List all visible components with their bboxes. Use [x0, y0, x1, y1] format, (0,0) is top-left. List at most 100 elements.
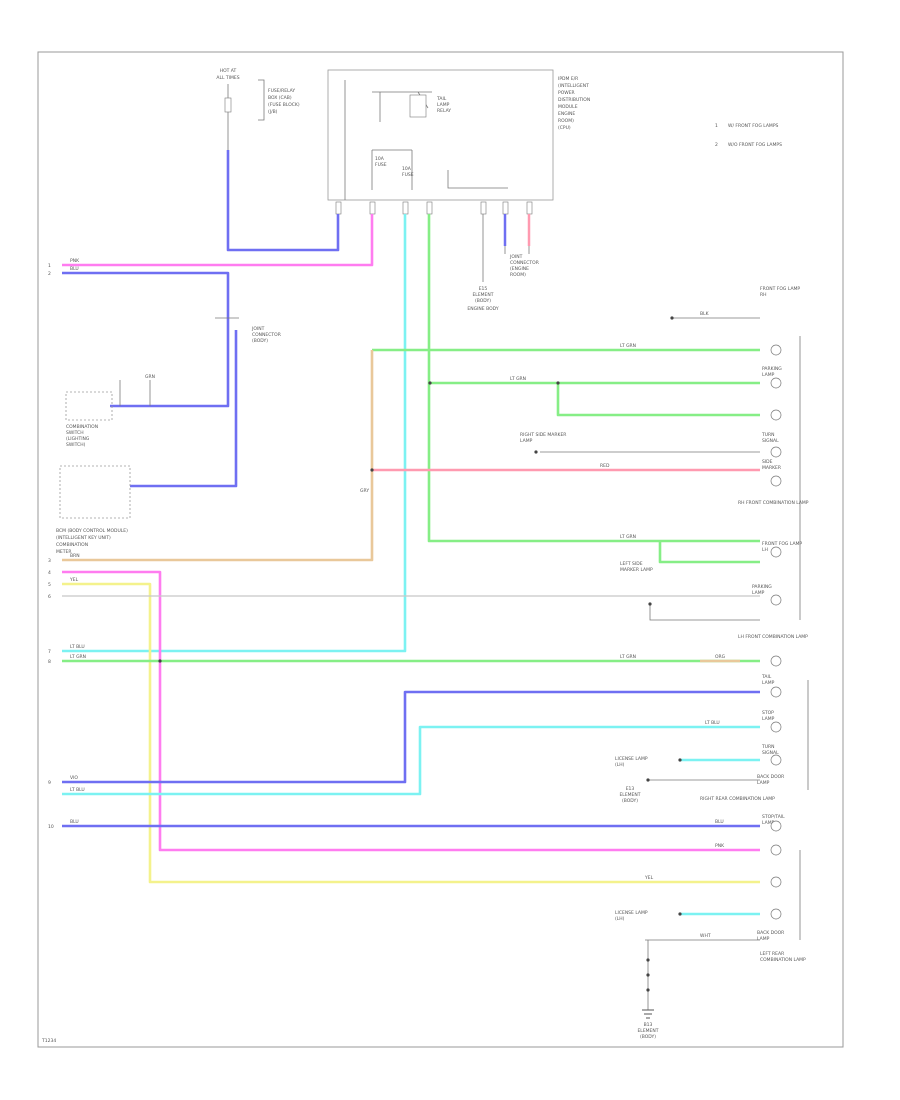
svg-text:BLU: BLU: [70, 819, 79, 825]
svg-text:SWITCH): SWITCH): [66, 442, 86, 448]
svg-text:FRONT FOG LAMP: FRONT FOG LAMP: [762, 541, 802, 547]
svg-text:PNK: PNK: [70, 258, 80, 264]
svg-text:SIGNAL: SIGNAL: [762, 750, 779, 756]
svg-text:E15: E15: [479, 286, 488, 292]
wire-cyan-lower: [62, 725, 760, 796]
svg-text:SIGNAL: SIGNAL: [762, 438, 779, 444]
svg-text:(INTELLIGENT: (INTELLIGENT: [558, 83, 589, 89]
svg-text:1: 1: [48, 263, 51, 269]
svg-text:COMBINATION: COMBINATION: [66, 424, 98, 430]
svg-text:FUSE/RELAY: FUSE/RELAY: [268, 88, 295, 94]
svg-text:4: 4: [48, 570, 51, 576]
svg-text:10: 10: [48, 824, 54, 830]
svg-text:STOP: STOP: [762, 710, 774, 716]
combination-switch-label: COMBINATION SWITCH (LIGHTING SWITCH): [66, 424, 98, 448]
ipdm-pin-connectors: [335, 201, 533, 215]
svg-text:LAMP: LAMP: [762, 716, 775, 722]
svg-text:ENGINE: ENGINE: [558, 111, 575, 117]
lamp-bulb-icon: [770, 754, 782, 766]
wire-yellow: [62, 582, 760, 884]
svg-text:BCM (BODY CONTROL MODULE): BCM (BODY CONTROL MODULE): [56, 528, 128, 534]
svg-text:MODULE: MODULE: [558, 104, 578, 110]
right-lamp-labels: FRONT FOG LAMP RH PARKING LAMP TURN SIGN…: [700, 286, 809, 963]
svg-text:LT GRN: LT GRN: [620, 654, 636, 660]
wire-blue-fuse: [226, 150, 340, 252]
lamp-bulb-icon: [770, 344, 782, 356]
svg-text:3: 3: [48, 558, 51, 564]
svg-text:7: 7: [48, 649, 51, 655]
fuse-element: [224, 97, 232, 113]
bcm-module-box: [59, 465, 131, 519]
ground-top-label: E15 ELEMENT (BODY) ENGINE BODY: [467, 286, 498, 312]
legend-item-2-id: 2: [715, 142, 718, 148]
ipdm-joint-connector-label: JOINT CONNECTOR (ENGINE ROOM): [509, 254, 539, 278]
svg-text:(J/B): (J/B): [268, 109, 278, 115]
ipdm-fuse-label-1: 10A FUSE: [375, 156, 387, 168]
ipdm-relay-label: TAIL LAMP RELAY: [436, 96, 451, 114]
svg-text:STOP/TAIL: STOP/TAIL: [762, 814, 785, 820]
fuse-relay-box-label: FUSE/RELAY BOX (CAB) (FUSE BLOCK) (J/B): [268, 88, 300, 115]
wire-green-fog: [658, 541, 760, 564]
wire-tan: [62, 350, 374, 562]
svg-text:BOX (CAB): BOX (CAB): [268, 95, 292, 101]
svg-text:(BODY): (BODY): [475, 298, 491, 304]
svg-text:YEL: YEL: [644, 875, 654, 881]
svg-text:6: 6: [48, 594, 51, 600]
svg-text:B13: B13: [644, 1022, 653, 1028]
ipdm-module-label: IPDM E/R (INTELLIGENT POWER DISTRIBUTION…: [558, 76, 590, 131]
svg-text:10A: 10A: [375, 156, 385, 162]
svg-text:ORG: ORG: [715, 654, 726, 660]
svg-text:(FUSE BLOCK): (FUSE BLOCK): [268, 102, 300, 108]
svg-text:LICENSE LAMP: LICENSE LAMP: [615, 756, 648, 762]
combination-switch-box: [65, 391, 113, 421]
svg-text:(CPU): (CPU): [558, 125, 571, 131]
legend: 1 W/ FRONT FOG LAMPS 2 W/O FRONT FOG LAM…: [715, 123, 782, 148]
svg-text:LT GRN: LT GRN: [70, 654, 86, 660]
svg-text:LAMP: LAMP: [762, 820, 775, 826]
fuse-bracket: [258, 79, 265, 121]
wire-cyan-main: [62, 214, 407, 653]
lamp-bulb-icon: [770, 655, 782, 667]
diagram-frame: [37, 51, 844, 1048]
wire-pink-lower: [62, 570, 760, 852]
svg-text:LAMP: LAMP: [757, 936, 770, 942]
wire-blue-combination: [130, 330, 238, 488]
svg-text:(BODY): (BODY): [640, 1034, 656, 1040]
svg-text:TURN: TURN: [761, 744, 775, 750]
svg-text:(INTELLIGENT KEY UNIT): (INTELLIGENT KEY UNIT): [56, 535, 111, 541]
svg-text:YEL: YEL: [69, 577, 79, 583]
svg-text:GRN: GRN: [145, 374, 155, 380]
wire-green-main: [427, 214, 760, 543]
svg-text:LEFT REAR: LEFT REAR: [760, 951, 784, 957]
svg-text:COMBINATION: COMBINATION: [56, 542, 88, 548]
svg-text:LH: LH: [762, 547, 768, 553]
lamp-bulb-icon: [770, 820, 782, 832]
svg-text:HOT AT: HOT AT: [220, 68, 237, 74]
svg-text:ELEMENT: ELEMENT: [637, 1028, 658, 1034]
lamp-bulb-icon: [770, 876, 782, 888]
ipdm-relay-contact: [344, 80, 508, 200]
bcm-module-label: BCM (BODY CONTROL MODULE) (INTELLIGENT K…: [56, 528, 128, 541]
svg-text:SWITCH: SWITCH: [66, 430, 84, 436]
svg-text:TURN: TURN: [761, 432, 775, 438]
legend-item-2-text: W/O FRONT FOG LAMPS: [728, 142, 782, 148]
svg-text:WHT: WHT: [700, 933, 711, 939]
svg-text:BLU: BLU: [715, 819, 724, 825]
svg-text:ROOM): ROOM): [510, 272, 526, 278]
svg-text:COMBINATION LAMP: COMBINATION LAMP: [760, 957, 806, 963]
svg-text:PARKING: PARKING: [752, 584, 772, 590]
lamp-bulb-icon: [770, 686, 782, 698]
svg-text:LAMP: LAMP: [757, 780, 770, 786]
svg-text:9: 9: [48, 780, 51, 786]
svg-text:LT BLU: LT BLU: [70, 644, 85, 650]
svg-text:LEFT SIDE: LEFT SIDE: [620, 561, 643, 567]
lamp-bulb-icon: [770, 908, 782, 920]
ground-bottom-icon: [642, 1009, 654, 1019]
svg-text:LAMP: LAMP: [762, 680, 775, 686]
svg-text:BRN: BRN: [70, 553, 80, 559]
svg-text:ENGINE BODY: ENGINE BODY: [467, 306, 498, 312]
svg-text:LT BLU: LT BLU: [705, 720, 720, 726]
svg-text:10A: 10A: [402, 166, 412, 172]
svg-text:2: 2: [48, 271, 51, 277]
svg-text:ELEMENT: ELEMENT: [472, 292, 493, 298]
